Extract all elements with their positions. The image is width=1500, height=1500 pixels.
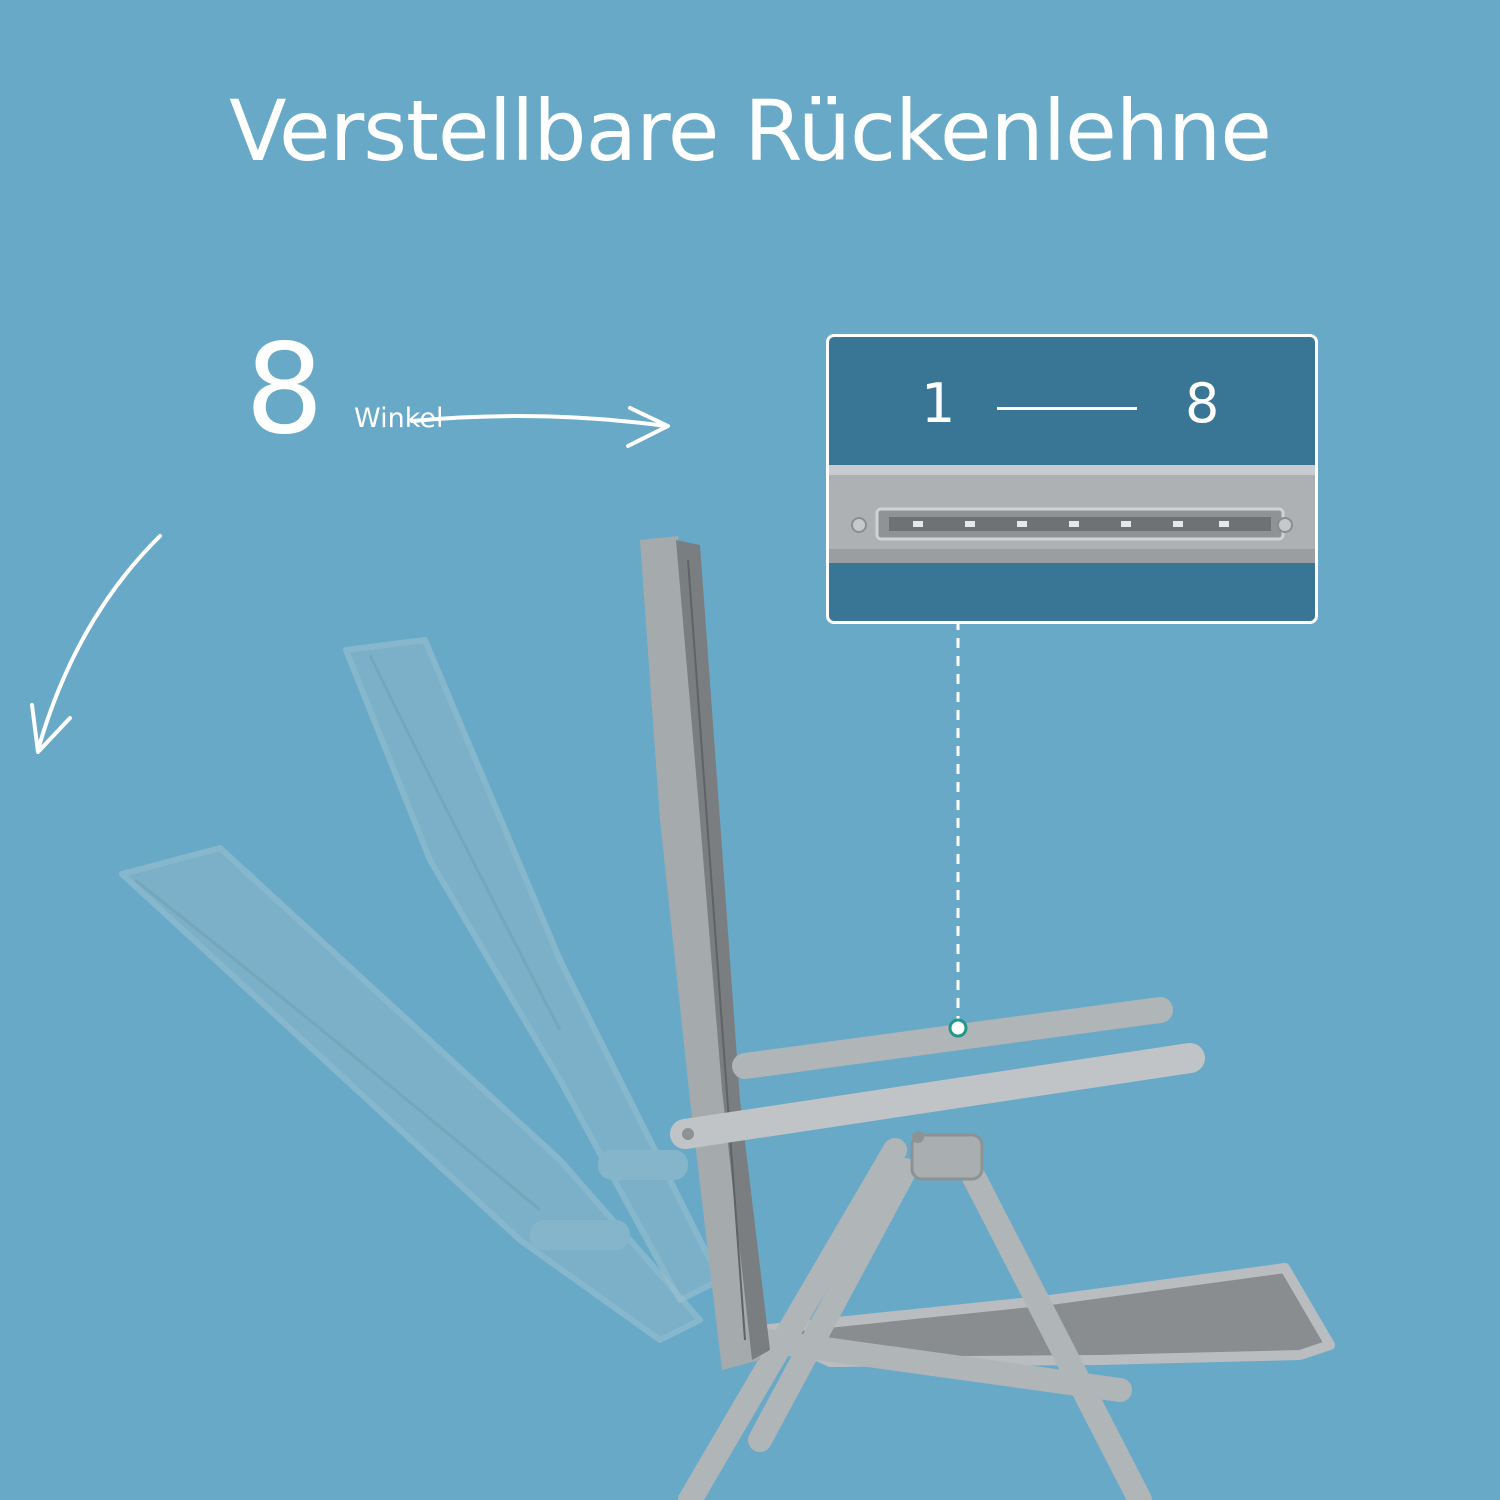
- range-end: 8: [1185, 372, 1220, 435]
- angle-count: 8: [245, 318, 324, 462]
- position-range: 1 8: [829, 337, 1315, 465]
- detail-zoom-panel: 1 8: [826, 334, 1318, 624]
- rotation-arrow-top: [410, 406, 670, 448]
- chair-legs: [678, 1138, 1152, 1500]
- ghost-backrest-far: [119, 845, 703, 1343]
- ghost-backrest-mid: [343, 637, 723, 1303]
- angle-label: Winkel: [354, 403, 444, 434]
- range-start: 1: [921, 372, 956, 435]
- chair-armrest-front: [670, 1043, 1205, 1149]
- chair-backrest: [640, 536, 770, 1370]
- range-line: [997, 407, 1137, 410]
- chair-hinge: [910, 1131, 984, 1181]
- headline: Verstellbare Rückenlehne: [229, 82, 1272, 180]
- rotation-arrow-left: [30, 534, 162, 754]
- chair-armrest-back: [732, 997, 1173, 1079]
- callout-connector: [948, 620, 968, 1038]
- adjustment-rail-closeup: [829, 465, 1315, 563]
